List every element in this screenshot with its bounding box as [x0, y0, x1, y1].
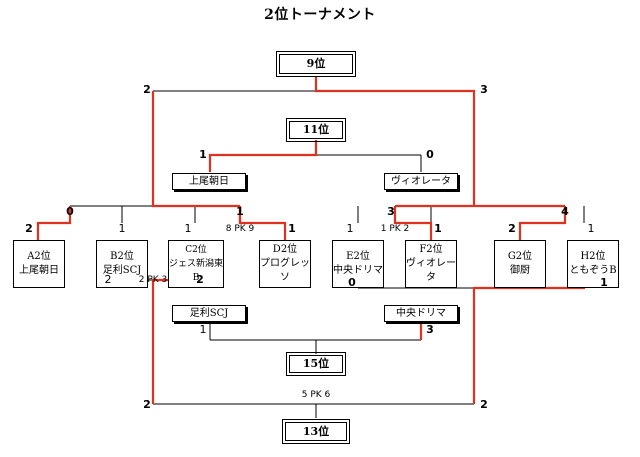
score-r1-g: 2 — [508, 222, 516, 235]
name-right-top: ヴィオレータ — [391, 175, 451, 187]
name-box-left-bottom: 足利SCJ — [172, 305, 246, 322]
team-seed: H2位 — [580, 251, 606, 262]
win-ef — [393, 206, 433, 240]
win-cd — [238, 206, 287, 240]
rank-13-box: 13位 — [282, 419, 350, 444]
win-a — [36, 206, 72, 240]
team-box-g: G2位 御厨 — [494, 240, 546, 288]
team-box-c: C2位 ジェス新潟東B — [168, 240, 224, 288]
score-13-right: 2 — [480, 398, 488, 411]
score-r1-h: 1 — [587, 222, 595, 235]
score-r2-cd: 1 — [236, 205, 244, 218]
team-seed: D2位 — [272, 244, 298, 255]
score-r2-ab: 0 — [66, 205, 74, 218]
score-lose-c: 2 — [196, 273, 204, 286]
team-box-e: E2位 中央ドリマ — [332, 240, 384, 288]
pk-r1-cd: 8 PK 9 — [225, 224, 255, 234]
team-seed: E2位 — [346, 251, 370, 262]
name-left-top: 上尾朝日 — [189, 175, 229, 187]
team-box-a: A2位 上尾朝日 — [13, 240, 65, 288]
score-lose-h: 1 — [600, 276, 608, 289]
team-name: プログレッソ — [260, 258, 310, 283]
score-9-left: 2 — [143, 83, 151, 96]
team-seed: C2位 — [185, 245, 207, 255]
team-name: ジェス新潟東B — [169, 259, 224, 283]
score-lose-e: 0 — [348, 276, 356, 289]
rank-15-box: 15位 — [286, 352, 346, 376]
team-box-f: F2位 ヴィオレータ — [405, 240, 457, 288]
pk-13: 5 PK 6 — [301, 390, 331, 400]
score-r1-e: 1 — [346, 222, 354, 235]
team-name: 中央ドリマ — [333, 265, 383, 276]
score-9-right: 3 — [480, 83, 488, 96]
name-box-right-top: ヴィオレータ — [384, 173, 458, 190]
pk-r1-ef: 1 PK 2 — [380, 224, 410, 234]
win-gh — [518, 206, 567, 240]
name-box-left-top: 上尾朝日 — [172, 173, 246, 190]
team-name: 上尾朝日 — [19, 265, 59, 276]
page-title: 2位トーナメント — [264, 7, 376, 23]
score-r1-f: 1 — [434, 222, 442, 235]
rank-9-box: 9位 — [276, 51, 356, 77]
rank-11-box: 11位 — [286, 118, 346, 142]
score-15-left: 1 — [199, 323, 207, 336]
score-r2-gh: 4 — [561, 205, 569, 218]
team-seed: A2位 — [27, 251, 51, 262]
score-r1-c: 1 — [184, 222, 192, 235]
rank-11-label: 11位 — [302, 123, 330, 136]
win-9-right — [314, 76, 476, 206]
score-15-right: 3 — [426, 323, 434, 336]
team-box-b: B2位 足利SCJ — [96, 240, 148, 288]
rank-13-label: 13位 — [302, 424, 330, 438]
rank-15-label: 15位 — [302, 357, 330, 370]
name-left-bottom: 足利SCJ — [189, 307, 229, 319]
team-name: ヴィオレータ — [406, 258, 456, 283]
win-r2-left — [151, 155, 240, 208]
score-r1-b: 1 — [118, 222, 126, 235]
team-box-h: H2位 ともぞうB — [567, 240, 619, 288]
win-11-left — [208, 140, 318, 172]
name-box-right-bottom: 中央ドリマ — [384, 305, 458, 322]
team-name: 御厨 — [510, 265, 530, 276]
team-seed: B2位 — [110, 251, 134, 262]
score-r1-d: 1 — [288, 222, 296, 235]
rank-9-label: 9位 — [306, 57, 326, 70]
team-name: ともぞうB — [569, 265, 617, 276]
name-right-bottom: 中央ドリマ — [396, 307, 446, 319]
team-seed: G2位 — [507, 251, 533, 262]
team-name: 足利SCJ — [102, 265, 142, 276]
score-r2-ef: 3 — [387, 205, 395, 218]
score-11-right: 0 — [426, 148, 434, 161]
score-13-left: 2 — [143, 398, 151, 411]
team-seed: F2位 — [419, 244, 443, 255]
score-11-left: 1 — [199, 148, 207, 161]
score-lose-b: 2 — [104, 273, 112, 286]
score-r1-a: 2 — [25, 222, 33, 235]
pk-lose-bc: 2 PK 3 — [138, 275, 168, 285]
team-box-d: D2位 プログレッソ — [259, 240, 311, 288]
